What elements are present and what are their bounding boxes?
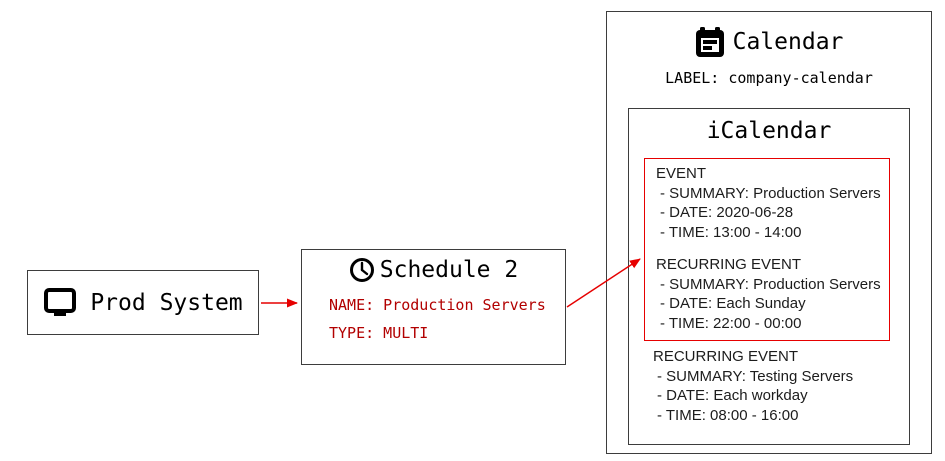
schedule-name-attribute: NAME: Production Servers <box>329 296 546 314</box>
icalendar-title: iCalendar <box>706 118 832 144</box>
monitor-icon <box>44 287 77 316</box>
calendar-title-row: Calendar <box>607 26 931 58</box>
calendar-icon <box>695 27 724 57</box>
event-type-label: EVENT <box>656 165 707 182</box>
event-type-label: RECURRING EVENT <box>656 256 802 273</box>
event-time-line: - TIME: 13:00 - 14:00 <box>660 223 802 241</box>
schedule-node: Schedule 2 NAME: Production Servers TYPE… <box>301 249 566 365</box>
calendar-title: Calendar <box>732 29 844 55</box>
event-summary-line: - SUMMARY: Production Servers <box>660 275 881 293</box>
prod-system-title: Prod System <box>90 289 243 316</box>
event-date-line: - DATE: Each workday <box>657 387 808 404</box>
calendar-label-attribute: LABEL: company-calendar <box>665 69 873 87</box>
event-summary-line: - SUMMARY: Production Servers <box>660 184 881 202</box>
prod-system-node: Prod System <box>27 270 259 335</box>
prod-system-title-row: Prod System <box>28 271 258 334</box>
event-summary-line: - SUMMARY: Testing Servers <box>657 367 854 385</box>
clock-icon <box>349 258 374 282</box>
icalendar-box: iCalendar EVENT - SUMMARY: Production Se… <box>628 108 910 445</box>
schedule-type-attribute: TYPE: MULTI <box>329 324 429 342</box>
event-block-production-single: EVENT - SUMMARY: Production Servers - DA… <box>656 164 889 242</box>
event-time-line: - TIME: 08:00 - 16:00 <box>657 406 799 424</box>
event-block-production-recurring: RECURRING EVENT - SUMMARY: Production Se… <box>656 255 889 333</box>
calendar-node: Calendar LABEL: company-calendar iCalend… <box>606 11 932 454</box>
schedule-title: Schedule 2 <box>379 257 519 283</box>
event-block-testing-recurring: RECURRING EVENT - SUMMARY: Testing Serve… <box>653 347 853 425</box>
event-date-line: - DATE: 2020-06-28 <box>660 204 794 221</box>
event-time-line: - TIME: 22:00 - 00:00 <box>660 314 802 332</box>
highlighted-events-box: EVENT - SUMMARY: Production Servers - DA… <box>644 158 890 341</box>
event-type-label: RECURRING EVENT <box>653 348 799 365</box>
schedule-title-row: Schedule 2 <box>302 257 565 283</box>
event-date-line: - DATE: Each Sunday <box>660 295 806 312</box>
